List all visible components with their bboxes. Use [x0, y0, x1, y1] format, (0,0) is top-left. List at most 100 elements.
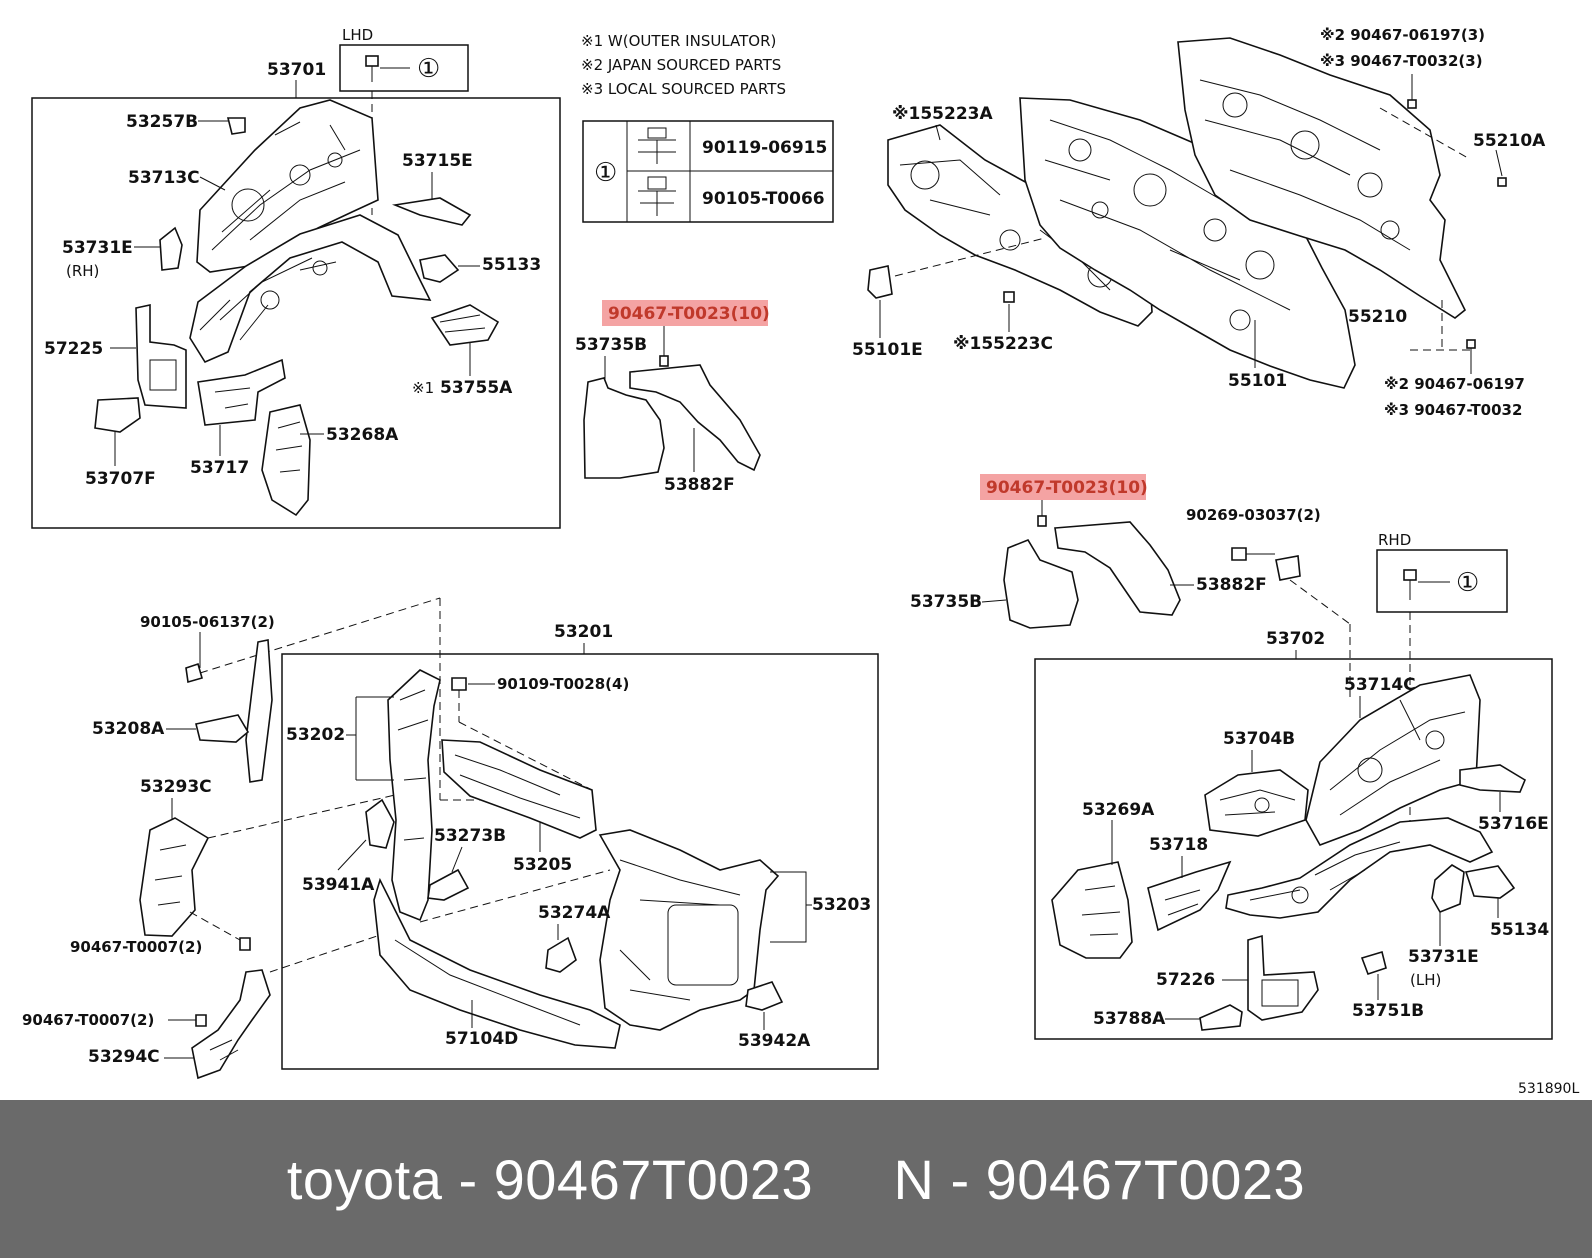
label-57225: 57225	[44, 339, 103, 359]
label-53755a: 53755A	[440, 378, 513, 398]
radiator-frame	[281, 653, 879, 1070]
label-53716e: 53716E	[1478, 814, 1549, 834]
lhd-key-bolt-icon	[365, 55, 410, 82]
insulator-lower-group: 90467-T0023(10) 53735B 53882F 90269-0303…	[910, 474, 1351, 700]
fastener-90467-t0007-b: 90467-T0007(2)	[22, 1011, 154, 1029]
fastener-90105-06137: 90105-06137(2)	[140, 613, 275, 631]
rhd-heading: RHD	[1378, 531, 1411, 549]
fastener-90467-t0023-upper[interactable]: 90467-T0023(10)	[608, 304, 770, 324]
fastener-90467-t0023-lower[interactable]: 90467-T0023(10)	[986, 478, 1148, 498]
lhd-key: ①	[417, 54, 440, 84]
rhd-key-box	[1376, 549, 1508, 613]
clip-icon-bottom	[1466, 339, 1476, 349]
label-53731e: 53731E	[62, 238, 133, 258]
label-53735b-upper: 53735B	[575, 335, 647, 355]
fastener-table: ① 90119-06915 90105-T0066	[582, 120, 834, 223]
part-55101e	[867, 265, 893, 299]
part-53942a	[745, 981, 784, 1011]
label-53704b: 53704B	[1223, 729, 1295, 749]
highlight-upper	[602, 300, 768, 326]
part-57104d	[373, 877, 621, 1049]
label-53714c: 53714C	[1344, 675, 1416, 695]
clip-icon-top	[1407, 99, 1417, 109]
part-53882f-lower	[1054, 521, 1181, 616]
label-53273b: 53273B	[434, 826, 506, 846]
rhd-apron-drawing	[1051, 674, 1527, 1031]
label-57104d: 57104D	[445, 1029, 518, 1049]
note-local-sourced: ※3 LOCAL SOURCED PARTS	[581, 80, 786, 98]
label-55223c: ※155223C	[953, 334, 1053, 354]
part-53735b-upper	[583, 377, 665, 479]
fastener-top-b: ※3 90467-T0032(3)	[1320, 52, 1483, 70]
notes-block: ※1 W(OUTER INSULATOR) ※2 JAPAN SOURCED P…	[581, 32, 786, 98]
label-53717: 53717	[190, 458, 249, 478]
label-53268a: 53268A	[326, 425, 399, 445]
highlight-lower	[980, 474, 1146, 500]
part-55210	[1177, 37, 1467, 319]
table-key: ①	[594, 158, 617, 188]
label-53293c: 53293C	[140, 777, 212, 797]
part-53202	[387, 669, 441, 922]
label-55101e: 55101E	[852, 340, 923, 360]
caption-text: toyota - 90467T0023 N - 90467T0023	[286, 1147, 1306, 1211]
label-55210a: 55210A	[1473, 131, 1546, 151]
part-53882f-upper	[629, 364, 761, 472]
bolt-icon-lower	[1231, 547, 1247, 561]
part-53294c	[191, 969, 271, 1080]
label-53713c: 53713C	[128, 168, 200, 188]
label-53715e: 53715E	[402, 151, 473, 171]
lhd-assembly-label: 53701	[267, 60, 326, 80]
label-53731e-note: (RH)	[66, 262, 99, 280]
caption-bar: toyota - 90467T0023 N - 90467T0023	[0, 1100, 1592, 1258]
fastener-90467-t0007-a: 90467-T0007(2)	[70, 938, 202, 956]
radiator-support-drawing	[365, 669, 784, 1049]
part-55223a	[887, 124, 1153, 327]
clip-icon-upper	[659, 355, 669, 367]
clip-icon-t0007-a	[239, 937, 251, 951]
part-55223c	[1003, 291, 1015, 303]
lhd-apron-drawing	[94, 99, 500, 517]
label-53257b: 53257B	[126, 112, 198, 132]
rhd-group: RHD ① 53702	[1034, 531, 1553, 1040]
rhd-assembly-label: 53702	[1266, 629, 1325, 649]
part-53735b-lower	[1003, 539, 1079, 629]
rhd-frame	[1034, 658, 1553, 1040]
label-53735b-lower: 53735B	[910, 592, 982, 612]
part-53208a	[195, 714, 250, 743]
fastener-top-a: ※2 90467-06197(3)	[1320, 26, 1485, 44]
lhd-key-box	[339, 44, 469, 92]
clip-icon-side	[1497, 177, 1507, 187]
radiator-assembly-label: 53201	[554, 622, 613, 642]
label-57226: 57226	[1156, 970, 1215, 990]
insulator-upper-group: 90467-T0023(10) 53735B 53882F	[575, 300, 770, 495]
label-53942a: 53942A	[738, 1031, 811, 1051]
note-japan-sourced: ※2 JAPAN SOURCED PARTS	[581, 56, 781, 74]
fastener-90269-03037: 90269-03037(2)	[1186, 506, 1321, 524]
label-53269a: 53269A	[1082, 800, 1155, 820]
fastener-90109-t0028: 90109-T0028(4)	[497, 675, 629, 693]
clip-icon-90105	[185, 662, 203, 684]
bracket-icon-lower	[1275, 555, 1301, 581]
label-53203: 53203	[812, 895, 871, 915]
table-part-row1: 90119-06915	[702, 138, 827, 158]
label-55101: 55101	[1228, 371, 1287, 391]
fastener-bottom-a: ※2 90467-06197	[1384, 375, 1525, 393]
dash-panel-group: ※155223A 55101E ※155223C 55101 ※2 90467-…	[852, 26, 1546, 419]
part-53205	[441, 739, 597, 839]
note-outer-insulator: ※1 W(OUTER INSULATOR)	[581, 32, 776, 50]
parts-diagram: ※1 W(OUTER INSULATOR) ※2 JAPAN SOURCED P…	[22, 26, 1579, 1097]
label-53208a: 53208A	[92, 719, 165, 739]
label-53882f-lower: 53882F	[1196, 575, 1267, 595]
label-53788a: 53788A	[1093, 1009, 1166, 1029]
fastener-bottom-b: ※3 90467-T0032	[1384, 401, 1522, 419]
radiator-support-group: 90105-06137(2) 53208A 53293C 90467-T0007…	[22, 597, 879, 1080]
label-53731e-rhd-note: (LH)	[1410, 971, 1441, 989]
rhd-key-bolt-icon	[1403, 569, 1450, 600]
label-53274a: 53274A	[538, 903, 611, 923]
label-55210: 55210	[1348, 307, 1407, 327]
part-seal-strip	[245, 639, 273, 783]
label-55134: 55134	[1490, 920, 1549, 940]
label-53205: 53205	[513, 855, 572, 875]
rhd-key: ①	[1456, 568, 1479, 598]
